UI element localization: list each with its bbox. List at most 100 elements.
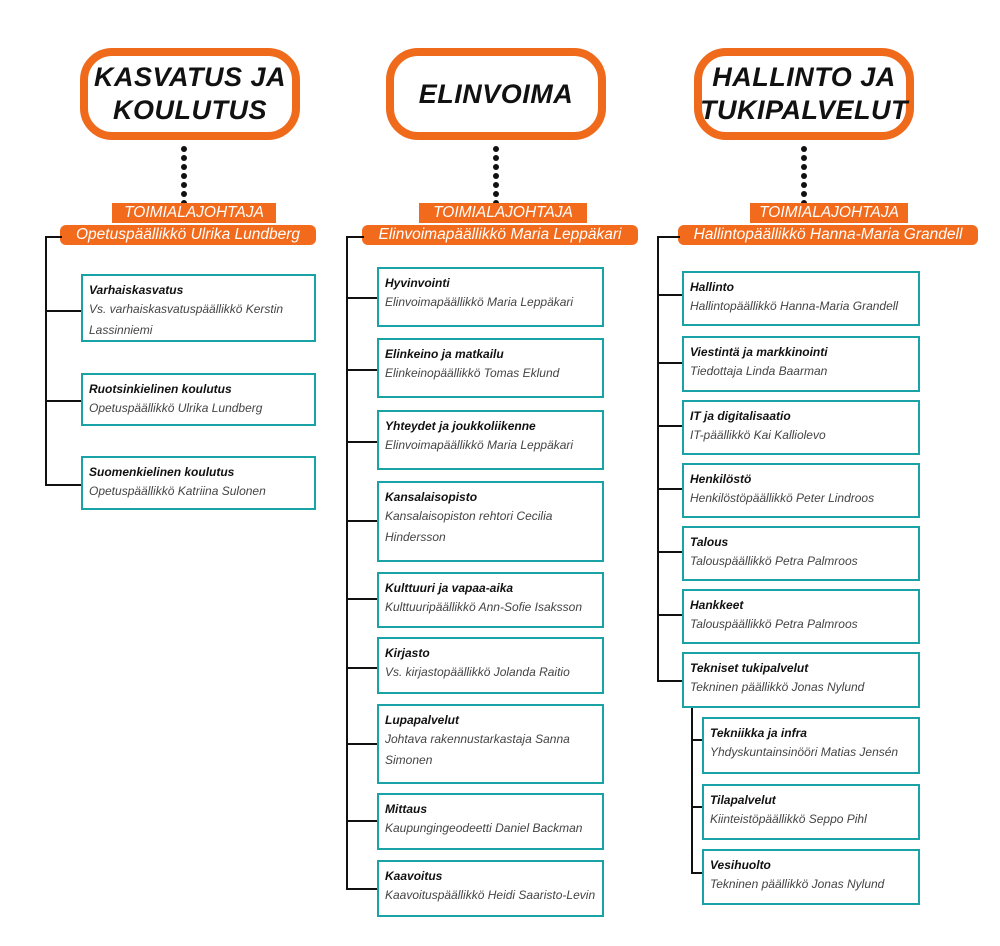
unit-title: Hallinto: [690, 280, 734, 294]
unit-title: Talous: [690, 535, 729, 549]
tree-line: [45, 236, 62, 238]
header-kasvatus-koulutus: KASVATUS JA KOULUTUS: [80, 48, 300, 140]
role-label: TOIMIALAJOHTAJA: [750, 203, 908, 223]
unit-person: Yhdyskuntainsinööri Matias Jensén: [710, 745, 899, 759]
unit-box: Varhaiskasvatus Vs. varhaiskasvatuspääll…: [81, 274, 316, 342]
tree-line: [346, 236, 348, 890]
unit-person: Vs. varhaiskasvatuspäällikkö Kerstin Las…: [89, 302, 284, 337]
tree-line: [346, 888, 379, 890]
unit-box: Lupapalvelut Johtava rakennustarkastaja …: [377, 704, 604, 784]
role-label: TOIMIALAJOHTAJA: [419, 203, 587, 223]
tree-line: [657, 425, 684, 427]
unit-person: Tekninen päällikkö Jonas Nylund: [690, 680, 865, 694]
tree-line: [45, 236, 47, 486]
subunit-box: Tilapalvelut Kiinteistöpäällikkö Seppo P…: [702, 784, 920, 840]
unit-person: Opetuspäällikkö Katriina Sulonen: [89, 484, 266, 498]
unit-person: Kiinteistöpäällikkö Seppo Pihl: [710, 812, 867, 826]
unit-box: Suomenkielinen koulutus Opetuspäällikkö …: [81, 456, 316, 510]
tree-line: [691, 806, 704, 808]
role-person: Elinvoimapäällikkö Maria Leppäkari: [362, 225, 638, 245]
unit-box: Viestintä ja markkinointi Tiedottaja Lin…: [682, 336, 920, 392]
role-person: Opetuspäällikkö Ulrika Lundberg: [60, 225, 316, 245]
role-label: TOIMIALAJOHTAJA: [112, 203, 276, 223]
role-person: Hallintopäällikkö Hanna-Maria Grandell: [678, 225, 978, 245]
header-title-line: ELINVOIMA: [418, 78, 574, 109]
tree-line: [691, 872, 704, 874]
tree-line: [346, 520, 379, 522]
unit-title: Mittaus: [385, 802, 427, 816]
unit-person: Tiedottaja Linda Baarman: [690, 364, 828, 378]
unit-person: Elinvoimapäällikkö Maria Leppäkari: [385, 438, 574, 452]
tree-line: [657, 488, 684, 490]
unit-person: Kaupungingeodeetti Daniel Backman: [385, 821, 583, 835]
header-elinvoima: ELINVOIMA: [386, 48, 606, 140]
unit-title: Tilapalvelut: [710, 793, 776, 807]
dotted-connector: [181, 146, 187, 209]
unit-box: Ruotsinkielinen koulutus Opetuspäällikkö…: [81, 373, 316, 426]
header-title-line: KOULUTUS: [113, 95, 267, 125]
tree-line: [346, 820, 379, 822]
unit-box: Kaavoitus Kaavoituspäällikkö Heidi Saari…: [377, 860, 604, 917]
unit-title: Hyvinvointi: [385, 276, 450, 290]
unit-title: Suomenkielinen koulutus: [89, 465, 235, 479]
unit-title: Kirjasto: [385, 646, 430, 660]
tree-line: [346, 441, 379, 443]
tree-line: [691, 739, 704, 741]
unit-box: Hankkeet Talouspäällikkö Petra Palmroos: [682, 589, 920, 644]
unit-person: Henkilöstöpäällikkö Peter Lindroos: [690, 491, 875, 505]
unit-person: Talouspäällikkö Petra Palmroos: [690, 554, 858, 568]
unit-box: Hallinto Hallintopäällikkö Hanna-Maria G…: [682, 271, 920, 326]
unit-title: Henkilöstö: [690, 472, 752, 486]
unit-box: Mittaus Kaupungingeodeetti Daniel Backma…: [377, 793, 604, 850]
tree-line: [45, 310, 83, 312]
unit-box: Elinkeino ja matkailu Elinkeinopäällikkö…: [377, 338, 604, 398]
unit-person: IT-päällikkö Kai Kalliolevo: [690, 428, 826, 442]
unit-person: Johtava rakennustarkastaja Sanna Simonen: [385, 732, 570, 767]
tree-line: [346, 743, 379, 745]
header-title-line: HALLINTO JA: [712, 62, 896, 92]
tree-line: [346, 598, 379, 600]
unit-box: Kirjasto Vs. kirjastopäällikkö Jolanda R…: [377, 637, 604, 694]
tree-line: [346, 369, 379, 371]
subunit-box: Vesihuolto Tekninen päällikkö Jonas Nylu…: [702, 849, 920, 905]
tree-line: [691, 708, 693, 874]
unit-person: Kaavoituspäällikkö Heidi Saaristo-Levin: [385, 888, 596, 902]
unit-box: Kulttuuri ja vapaa-aika Kulttuuripäällik…: [377, 572, 604, 628]
unit-title: Ruotsinkielinen koulutus: [89, 382, 232, 396]
header-hallinto-tukipalvelut: HALLINTO JA TUKIPALVELUT: [694, 48, 914, 140]
unit-title: Kaavoitus: [385, 869, 443, 883]
header-title-line: TUKIPALVELUT: [700, 95, 908, 125]
unit-person: Elinvoimapäällikkö Maria Leppäkari: [385, 295, 574, 309]
tree-line: [657, 236, 659, 682]
unit-title: Yhteydet ja joukkoliikenne: [385, 419, 536, 433]
unit-box: IT ja digitalisaatio IT-päällikkö Kai Ka…: [682, 400, 920, 455]
tree-line: [657, 551, 684, 553]
unit-box: Kansalaisopisto Kansalaisopiston rehtori…: [377, 481, 604, 562]
unit-title: Kansalaisopisto: [385, 490, 478, 504]
unit-person: Kulttuuripäällikkö Ann-Sofie Isaksson: [385, 600, 582, 614]
tree-line: [346, 236, 364, 238]
unit-title: Viestintä ja markkinointi: [690, 345, 828, 359]
unit-title: IT ja digitalisaatio: [690, 409, 791, 423]
unit-box: Hyvinvointi Elinvoimapäällikkö Maria Lep…: [377, 267, 604, 327]
tree-line: [657, 680, 684, 682]
unit-title: Vesihuolto: [710, 858, 771, 872]
unit-box: Yhteydet ja joukkoliikenne Elinvoimapääl…: [377, 410, 604, 470]
unit-title: Tekniset tukipalvelut: [690, 661, 809, 675]
tree-line: [45, 400, 83, 402]
unit-person: Kansalaisopiston rehtori Cecilia Hinders…: [385, 509, 553, 544]
unit-title: Elinkeino ja matkailu: [385, 347, 504, 361]
unit-title: Hankkeet: [690, 598, 744, 612]
unit-title: Lupapalvelut: [385, 713, 460, 727]
unit-box: Tekniset tukipalvelut Tekninen päällikkö…: [682, 652, 920, 708]
unit-person: Tekninen päällikkö Jonas Nylund: [710, 877, 885, 891]
dotted-connector: [801, 146, 807, 209]
unit-title: Tekniikka ja infra: [710, 726, 807, 740]
dotted-connector: [493, 146, 499, 209]
unit-title: Varhaiskasvatus: [89, 283, 184, 297]
unit-person: Opetuspäällikkö Ulrika Lundberg: [89, 401, 263, 415]
unit-person: Vs. kirjastopäällikkö Jolanda Raitio: [385, 665, 570, 679]
unit-person: Hallintopäällikkö Hanna-Maria Grandell: [690, 299, 899, 313]
header-title-line: KASVATUS JA: [93, 62, 287, 92]
unit-title: Kulttuuri ja vapaa-aika: [385, 581, 514, 595]
